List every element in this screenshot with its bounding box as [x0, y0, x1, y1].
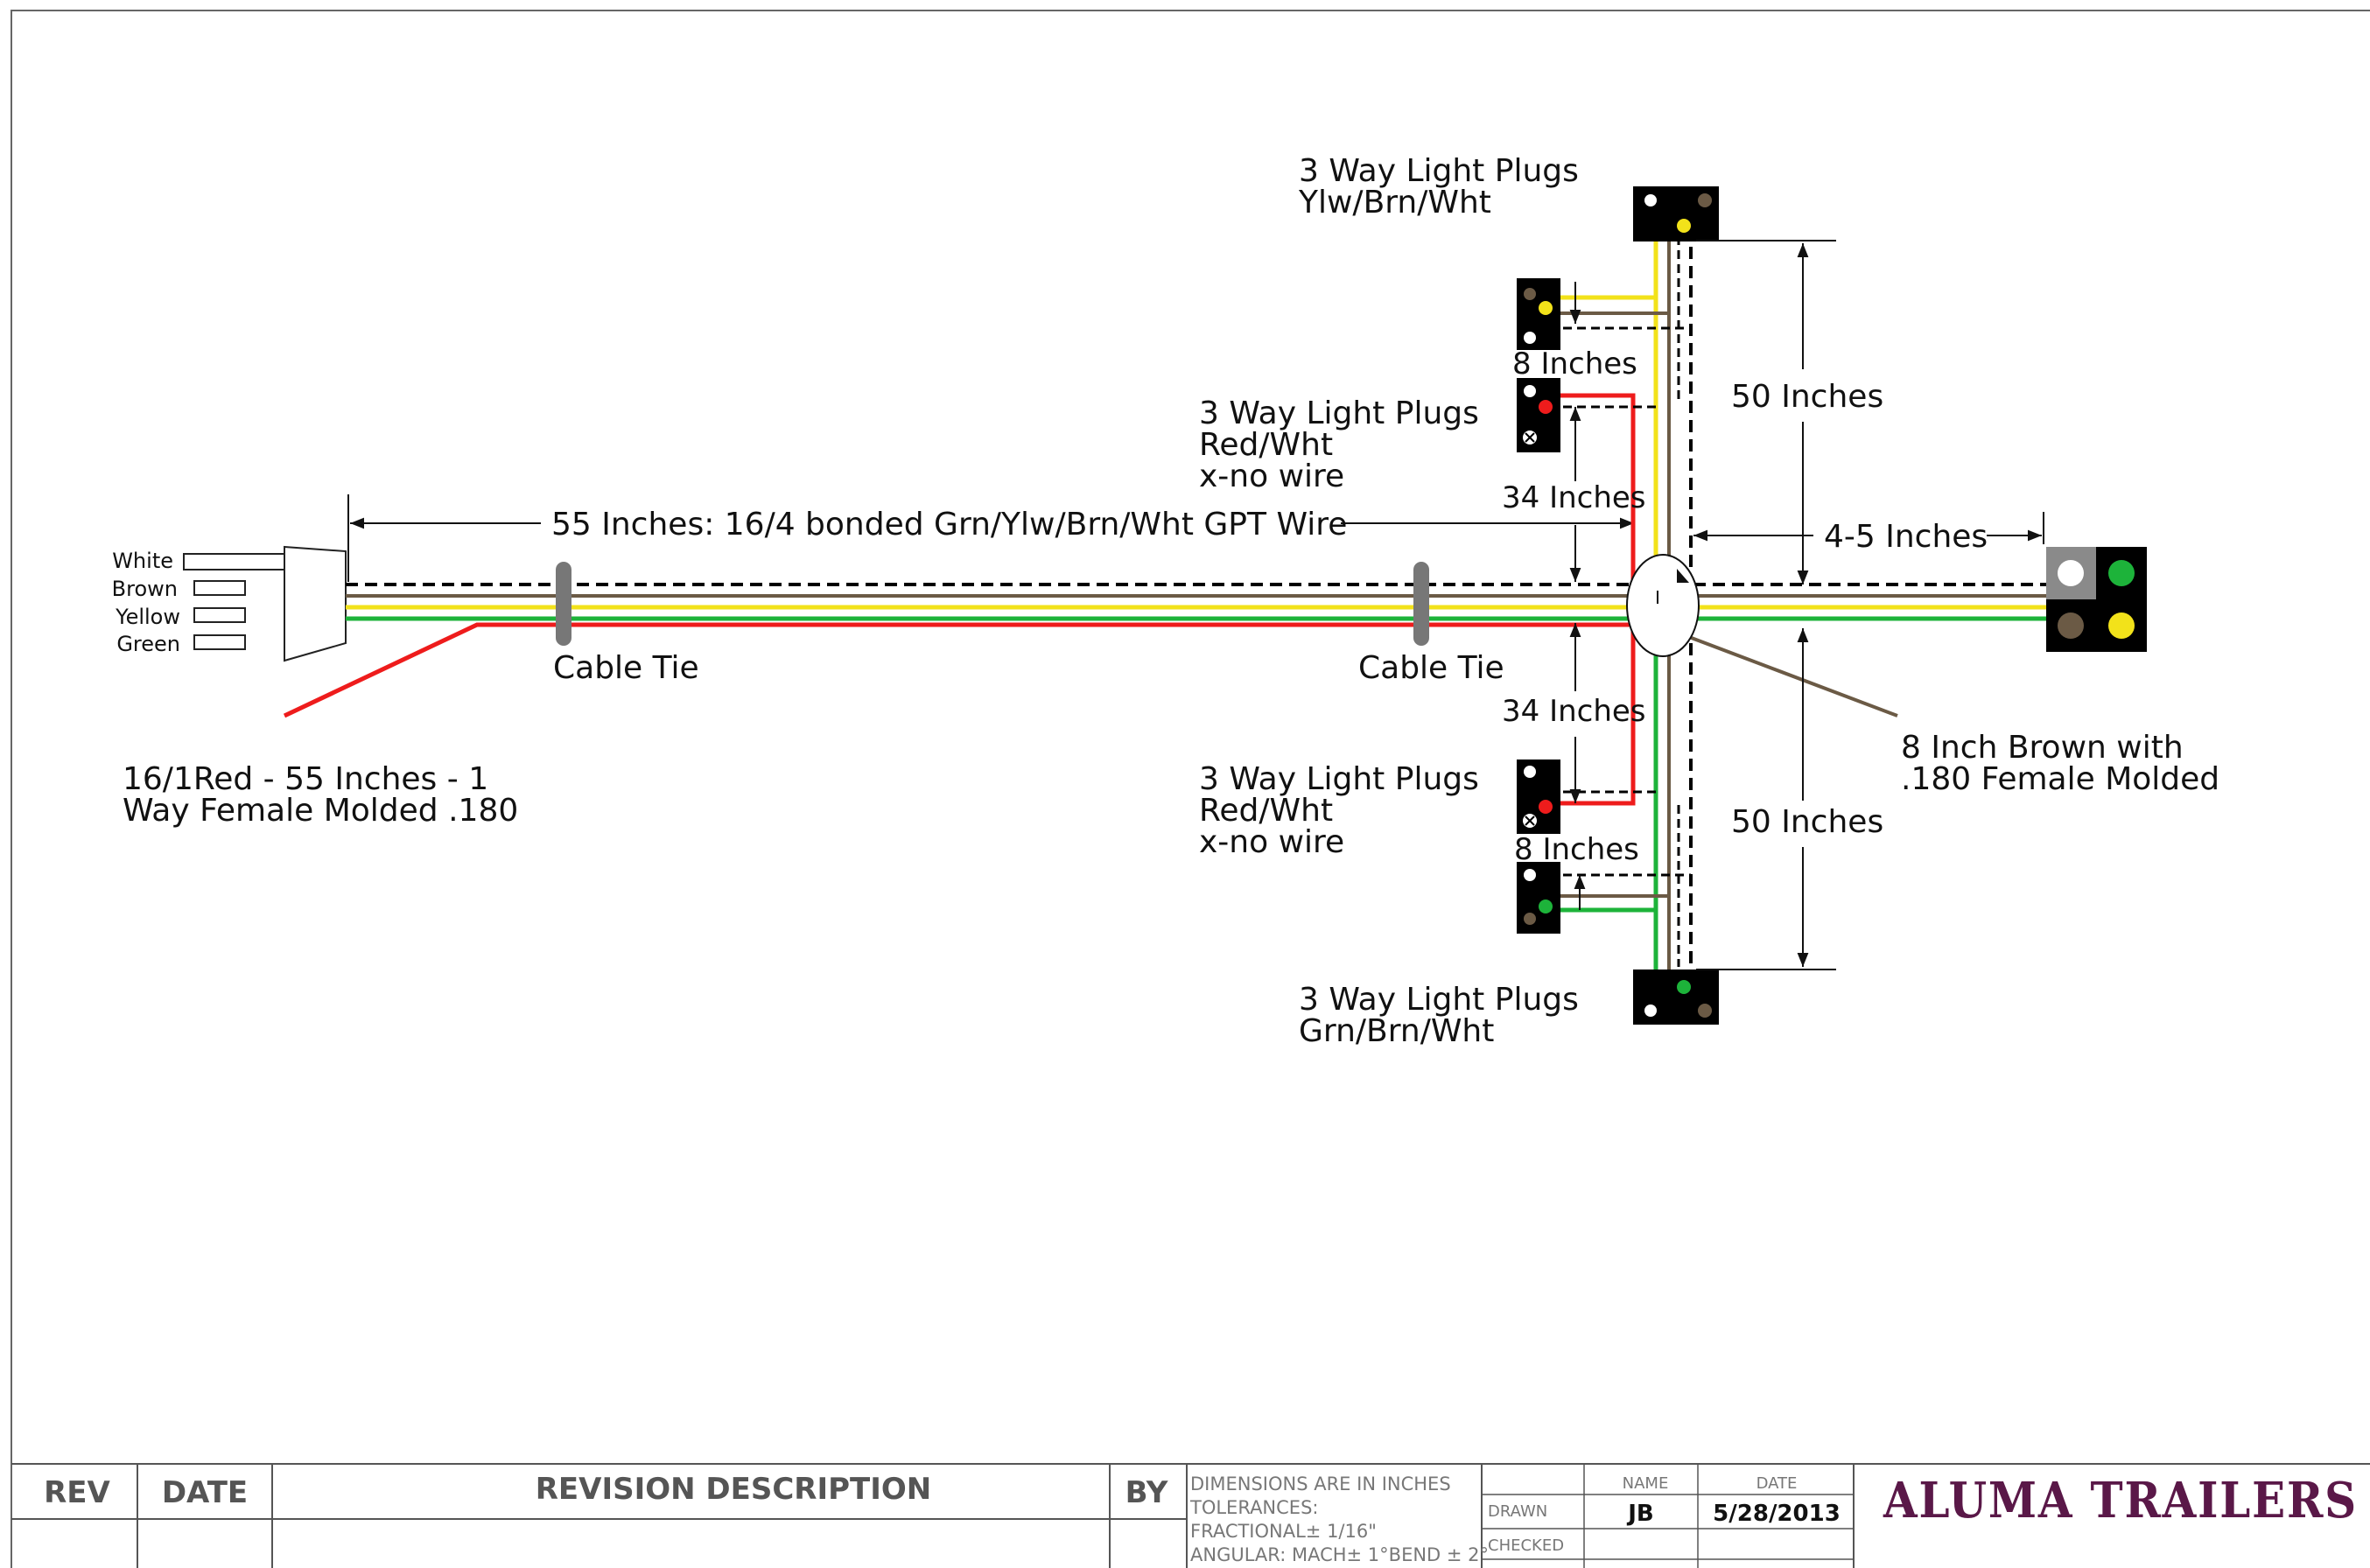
dim-thirty-four-upper: 34 Inches [1502, 480, 1646, 515]
plug-label-upper-mid-line3: x-no wire [1199, 458, 1344, 494]
tb-note-1: DIMENSIONS ARE IN INCHES [1190, 1474, 1451, 1494]
tb-note-3: FRACTIONAL± 1/16" [1190, 1521, 1377, 1542]
plug-upper-red-wht [1517, 378, 1560, 452]
plug-lower-red-wht [1517, 760, 1560, 834]
title-block-revision-description: REVISION DESCRIPTION [536, 1472, 932, 1507]
tb-note-2: TOLERANCES: [1189, 1497, 1318, 1518]
title-block [11, 1463, 2370, 1568]
plug-lower-side-grn [1517, 862, 1560, 934]
red-wire-upper-branch [1549, 393, 1636, 625]
pin-label-yellow: Yellow [115, 605, 180, 629]
plug-label-lower-mid-line2: Red/Wht [1199, 793, 1333, 829]
plug-label-lower-mid-line3: x-no wire [1199, 824, 1344, 860]
dim-eight-inches-lower: 8 Inches [1514, 832, 1639, 867]
main-cable-label: 55 Inches: 16/4 bonded Grn/Ylw/Brn/Wht G… [551, 507, 1347, 542]
dim-fifty-lower: 50 Inches [1731, 804, 1883, 840]
cable-tie-label-right: Cable Tie [1358, 650, 1504, 686]
pin-label-white: White [112, 549, 173, 573]
title-block-by: BY [1125, 1475, 1168, 1510]
tb-drawn-name: JB [1626, 1501, 1654, 1527]
plug-bottom-grn-brn-wht [1633, 970, 1719, 1025]
plug-label-bottom-line1: 3 Way Light Plugs [1299, 982, 1579, 1018]
brown-lead-wire [1688, 635, 1898, 718]
lower-side-plug-branch [1549, 873, 1691, 913]
plug-label-top-line2: Ylw/Brn/Wht [1298, 185, 1491, 220]
red-wire-label-line2: Way Female Molded .180 [123, 793, 518, 829]
plug-label-top-line1: 3 Way Light Plugs [1299, 153, 1579, 189]
cable-tie-label-left: Cable Tie [553, 650, 699, 686]
tb-name-header: NAME [1623, 1474, 1669, 1493]
company-logo-text: ALUMA TRAILERS [1883, 1472, 2358, 1530]
title-block-date: DATE [162, 1475, 248, 1510]
cable-tie-right [1413, 562, 1429, 646]
red-wire-lower-branch [1549, 625, 1636, 806]
pin-label-green: Green [116, 632, 180, 656]
pin-label-brown: Brown [112, 577, 178, 601]
vertical-trunk-top [1653, 228, 1693, 567]
brown-note-line2: .180 Female Molded [1901, 761, 2219, 797]
main-wire-bundle [346, 583, 1637, 621]
red-wire [283, 622, 1633, 718]
plug-label-lower-mid-line1: 3 Way Light Plugs [1199, 761, 1479, 797]
tb-date-header: DATE [1756, 1474, 1798, 1493]
plug-label-upper-mid-line2: Red/Wht [1199, 427, 1333, 463]
brown-note-line1: 8 Inch Brown with [1901, 730, 2184, 766]
plug-top-ylw-brn-wht [1633, 186, 1719, 242]
cable-tie-left [556, 562, 571, 646]
tb-drawn-label: DRAWN [1488, 1502, 1547, 1521]
upper-side-plug-branch [1549, 295, 1691, 330]
four-way-connector [183, 545, 347, 662]
plug-label-upper-mid-line1: 3 Way Light Plugs [1199, 396, 1479, 431]
tb-drawn-date: 5/28/2013 [1713, 1501, 1841, 1527]
right-wire-bundle [1693, 583, 2046, 621]
dim-four-five: 4-5 Inches [1824, 519, 1988, 555]
plug-right-four-way [2046, 547, 2147, 652]
tb-checked-label: CHECKED [1488, 1536, 1564, 1555]
vertical-trunk-bottom [1653, 643, 1693, 976]
tb-note-4: ANGULAR: MACH± 1°BEND ± 2° [1190, 1544, 1489, 1565]
title-block-rev: REV [44, 1475, 110, 1510]
red-wire-label-line1: 16/1Red - 55 Inches - 1 [123, 761, 488, 797]
sheet-border [11, 10, 2370, 1568]
junction-splice [1626, 554, 1700, 657]
dim-fifty-upper: 50 Inches [1731, 379, 1883, 415]
plug-label-bottom-line2: Grn/Brn/Wht [1299, 1013, 1494, 1049]
dim-thirty-four-lower: 34 Inches [1502, 694, 1646, 729]
dim-eight-inches-upper: 8 Inches [1512, 346, 1637, 382]
plug-upper-side-ylw [1517, 278, 1560, 350]
